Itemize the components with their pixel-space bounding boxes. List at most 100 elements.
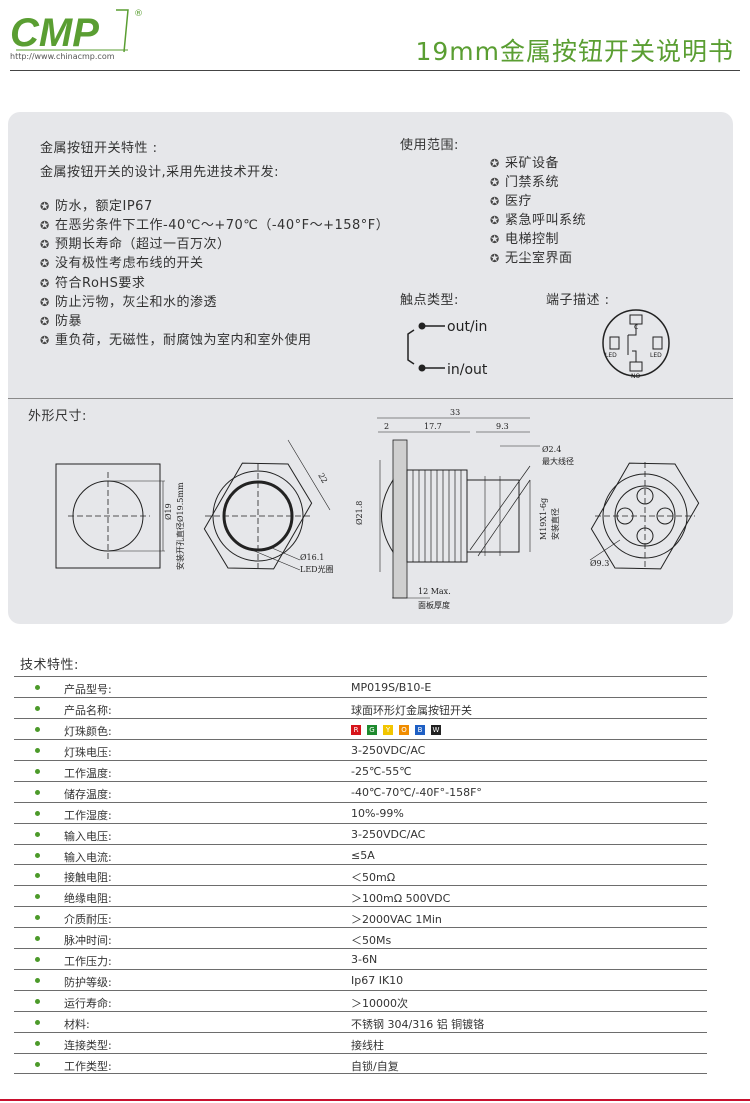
gear-icon: ✪ [490, 157, 500, 170]
table-row: 防护等级:Ip67 IK10 [14, 969, 707, 990]
table-row: 材料:不锈钢 304/316 铝 铜镀铬 [14, 1011, 707, 1032]
bullet-icon [35, 1020, 40, 1025]
logo-text: CMP [10, 11, 99, 55]
table-row: 输入电流:≤5A [14, 843, 707, 865]
application-item: ✪门禁系统 [490, 175, 560, 190]
feature-item: ✪在恶劣条件下工作-40℃～+70℃（-40°F～+158°F） [40, 218, 390, 233]
terminal-led-left-label: LED [605, 352, 617, 359]
table-row: 工作湿度:10%-99% [14, 801, 707, 823]
led-swatch-white: W [431, 724, 441, 735]
table-row: 灯珠电压:3-250VDC/AC [14, 738, 707, 760]
led-swatch-blue: B [415, 724, 425, 735]
led-swatch-orange: O [399, 724, 409, 735]
gear-icon: ✪ [40, 277, 50, 290]
header-divider [10, 70, 740, 71]
bullet-icon [35, 768, 40, 774]
led-ring-label: LED光圈 [300, 564, 334, 574]
dim-panel-hole: 安装开孔直径Ø19.5mm [175, 482, 185, 570]
dim-17-7: 17.7 [424, 422, 442, 431]
bullet-icon [35, 810, 40, 816]
dim-dia-9-3: Ø9.3 [590, 559, 609, 568]
dim-dia-16: Ø16.1 [300, 553, 324, 562]
contact-in-label: in/out [447, 362, 488, 378]
dim-thread: M19X1-6g [539, 498, 548, 540]
gear-icon: ✪ [490, 214, 500, 227]
table-row: 脉冲时间:＜50Ms [14, 927, 707, 948]
logo-registered-mark: ® [134, 9, 143, 19]
dimension-drawings: Ø19 安装开孔直径Ø19.5mm 22 Ø16.1 LED光圈 33 2 17… [55, 408, 700, 610]
front-hex-view: 22 Ø16.1 LED光圈 [203, 439, 334, 574]
table-row: 工作温度:-25℃-55℃ [14, 759, 707, 781]
led-swatch-yellow: Y [383, 724, 393, 735]
logo-url: http://www.chinacmp.com [10, 52, 115, 61]
terminal-c-label: C [634, 324, 638, 331]
bullet-icon [35, 978, 40, 984]
gear-icon: ✪ [40, 315, 50, 328]
application-item: ✪医疗 [490, 194, 533, 209]
max-wire-label: 最大线径 [542, 456, 574, 466]
table-row: 绝缘电阻:＞100mΩ 500VDC [14, 885, 707, 906]
bullet-icon [35, 957, 40, 963]
table-row: 输入电压:3-250VDC/AC [14, 822, 707, 844]
rear-view: Ø9.3 [589, 462, 700, 570]
bullet-icon [35, 831, 40, 837]
bullet-icon [35, 894, 40, 900]
page-header: CMP ® http://www.chinacmp.com 19mm金属按钮开关… [0, 0, 750, 72]
dim-thread-note: 安装直径 [550, 508, 560, 540]
gear-icon: ✪ [40, 296, 50, 309]
application-item: ✪电梯控制 [490, 232, 560, 247]
contact-terminal-bottom [418, 364, 426, 372]
contact-symbol: out/in in/out [407, 319, 488, 378]
gear-icon: ✪ [490, 252, 500, 265]
gear-icon: ✪ [490, 233, 500, 246]
dim-9-3: 9.3 [496, 422, 509, 431]
contact-terminal-top [418, 322, 426, 330]
application-item: ✪紧急呼叫系统 [490, 213, 587, 228]
footer-rule [0, 1099, 750, 1101]
application-item: ✪无尘室界面 [490, 251, 573, 266]
bullet-icon [35, 705, 40, 711]
cmp-logo: CMP ® [10, 9, 143, 55]
bullet-icon [35, 1061, 40, 1067]
table-row: 工作压力:3-6N [14, 948, 707, 969]
bullet-icon [35, 915, 40, 921]
bullet-icon [35, 685, 40, 690]
features-intro: 金属按钮开关的设计,采用先进技术开发: [40, 165, 280, 180]
feature-item: ✪预期长寿命（超过一百万次） [40, 237, 231, 252]
terminal-heading: 端子描述 : [546, 293, 610, 308]
terminal-diagram: C LED LED NO [602, 309, 670, 379]
specs-heading: 技术特性: [20, 658, 79, 673]
led-swatch-green: G [367, 724, 377, 735]
bullet-icon [35, 726, 40, 732]
bullet-icon [35, 747, 40, 753]
application-item: ✪采矿设备 [490, 156, 560, 171]
panel-cutout-view: Ø19 安装开孔直径Ø19.5mm [55, 463, 185, 570]
terminal-no-label: NO [631, 373, 640, 379]
gear-icon: ✪ [490, 176, 500, 189]
gear-icon: ✪ [490, 195, 500, 208]
table-row: 连接类型:接线柱 [14, 1031, 707, 1053]
side-view: 33 2 17.7 9.3 Ø21.8 Ø2.4 最大线径 M19X1-6g [355, 408, 574, 610]
document-title: 19mm金属按钮开关说明书 [415, 37, 734, 66]
gear-icon: ✪ [40, 219, 50, 232]
dim-dia-2-4: Ø2.4 [542, 445, 561, 454]
contact-out-label: out/in [447, 319, 487, 335]
feature-item: ✪防水，额定IP67 [40, 199, 153, 214]
feature-item: ✪重负荷，无磁性，耐腐蚀为室内和室外使用 [40, 333, 312, 348]
applications-heading: 使用范围: [400, 138, 459, 153]
dim-dia-21-8: Ø21.8 [355, 501, 364, 525]
bullet-icon [35, 999, 40, 1005]
led-swatch-red: R [351, 724, 361, 735]
dim-2: 2 [384, 422, 389, 431]
bullet-icon [35, 852, 40, 858]
gear-icon: ✪ [40, 257, 50, 270]
gear-icon: ✪ [40, 238, 50, 251]
table-row: 运行寿命:＞10000次 [14, 990, 707, 1011]
gear-icon: ✪ [40, 334, 50, 347]
gear-icon: ✪ [40, 200, 50, 213]
bullet-icon [35, 789, 40, 795]
panel-divider [8, 398, 733, 399]
dim-dia-19: Ø19 [164, 503, 173, 520]
